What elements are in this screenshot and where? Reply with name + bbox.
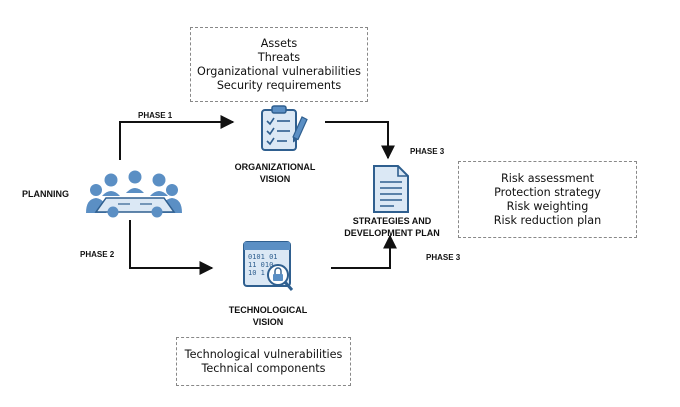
connector-phase1 bbox=[119, 115, 235, 160]
org-input-item: Threats bbox=[257, 50, 301, 64]
svg-text:11 010: 11 010 bbox=[248, 261, 273, 269]
planning-label: PLANNING bbox=[22, 189, 69, 199]
connector-phase2 bbox=[129, 220, 214, 275]
phase1-label: PHASE 1 bbox=[138, 111, 173, 120]
org-inputs-box: Assets Threats Organizational vulnerabil… bbox=[190, 27, 368, 102]
org-input-item: Security requirements bbox=[216, 78, 342, 92]
checklist-clipboard-icon bbox=[261, 105, 308, 151]
strategy-output-item: Risk reduction plan bbox=[493, 213, 602, 227]
connector-phase3-top bbox=[325, 121, 395, 160]
binary-lock-monitor-icon: 0101 01 11 010 10 1 bbox=[243, 241, 294, 291]
strategy-output-item: Risk assessment bbox=[500, 171, 595, 185]
document-icon bbox=[373, 165, 409, 213]
org-vision-label-line1: ORGANIZATIONAL bbox=[234, 162, 316, 172]
strategy-output-item: Risk weighting bbox=[506, 199, 589, 213]
strategies-label-line2: DEVELOPMENT PLAN bbox=[344, 228, 440, 238]
strategies-label: STRATEGIES AND DEVELOPMENT PLAN bbox=[336, 215, 448, 239]
tech-vision-label: TECHNOLOGICAL VISION bbox=[212, 304, 324, 328]
phase3-top-label: PHASE 3 bbox=[410, 147, 445, 156]
tech-inputs-box: Technological vulnerabilities Technical … bbox=[176, 337, 351, 386]
org-input-item: Organizational vulnerabilities bbox=[197, 64, 361, 78]
org-input-item: Assets bbox=[260, 36, 298, 50]
strategy-output-item: Protection strategy bbox=[494, 185, 601, 199]
phase3-bottom-label: PHASE 3 bbox=[426, 253, 461, 262]
strategies-label-line1: STRATEGIES AND bbox=[352, 216, 432, 226]
tech-vision-label-line2: VISION bbox=[252, 317, 284, 327]
svg-text:0101 01: 0101 01 bbox=[248, 253, 278, 261]
tech-input-item: Technical components bbox=[201, 361, 326, 375]
svg-text:10 1: 10 1 bbox=[248, 269, 265, 277]
tech-input-item: Technological vulnerabilities bbox=[184, 347, 343, 361]
org-vision-label: ORGANIZATIONAL VISION bbox=[222, 161, 328, 185]
connector-phase3-bottom bbox=[331, 234, 397, 269]
tech-vision-label-line1: TECHNOLOGICAL bbox=[228, 305, 308, 315]
org-vision-label-line2: VISION bbox=[259, 174, 291, 184]
meeting-people-icon bbox=[86, 170, 182, 218]
strategy-outputs-box: Risk assessment Protection strategy Risk… bbox=[458, 161, 637, 238]
phase2-label: PHASE 2 bbox=[80, 250, 115, 259]
